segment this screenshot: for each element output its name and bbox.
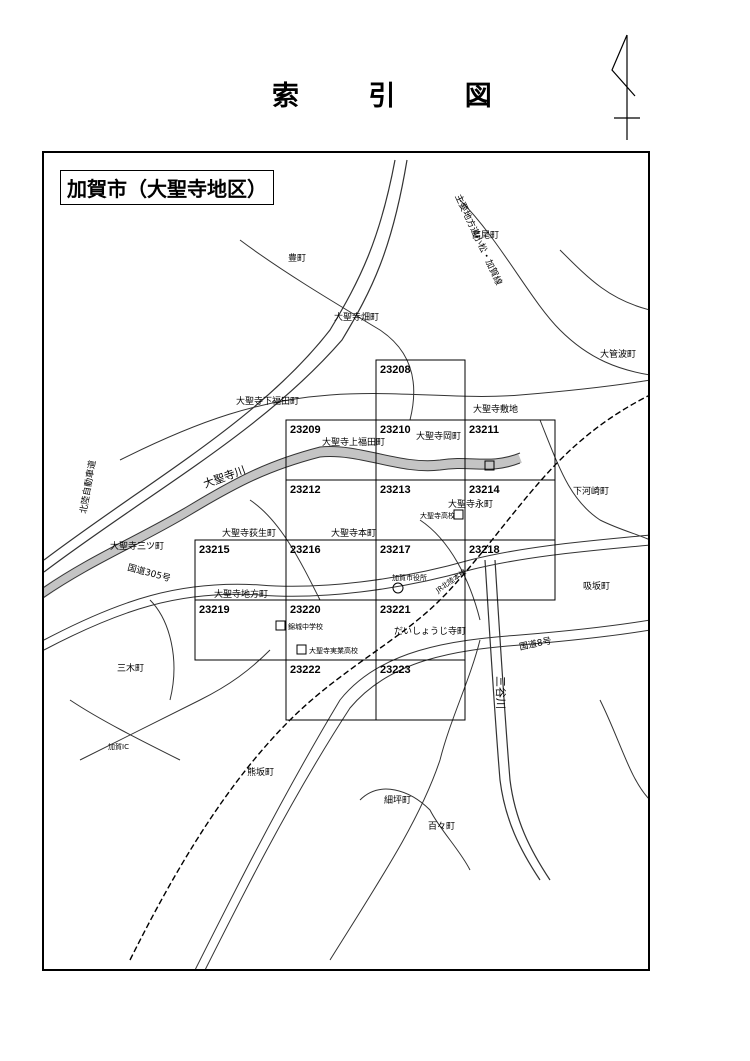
school-marker-icon bbox=[296, 644, 307, 655]
railway bbox=[129, 395, 648, 961]
grid-cell-label: 23213 bbox=[380, 484, 411, 496]
grid-cell-label: 23217 bbox=[380, 544, 411, 556]
place-label: 錦城中学校 bbox=[288, 622, 323, 631]
city-office-icon bbox=[392, 582, 404, 594]
grid-cell-label: 23221 bbox=[380, 604, 411, 616]
school-marker-icon bbox=[484, 460, 495, 471]
place-label: 大聖寺畑町 bbox=[334, 311, 379, 323]
place-label: 下河崎町 bbox=[573, 485, 609, 497]
grid-cell-label: 23212 bbox=[290, 484, 321, 496]
grid-cell-label: 23220 bbox=[290, 604, 321, 616]
map-frame bbox=[42, 151, 650, 971]
river bbox=[44, 446, 522, 599]
place-label: 大管波町 bbox=[600, 348, 636, 360]
place-label: 細坪町 bbox=[384, 794, 411, 806]
grid-cell-label: 23210 bbox=[380, 424, 411, 436]
railway-label: JR北陸本線 bbox=[433, 567, 468, 595]
place-label: 三木町 bbox=[117, 662, 144, 674]
grid-cell-label: 23216 bbox=[290, 544, 321, 556]
road-label: 国道8号 bbox=[518, 634, 553, 653]
place-label: 大聖寺敷地 bbox=[473, 403, 518, 415]
grid-cell-label: 23209 bbox=[290, 424, 321, 436]
place-label: 豊町 bbox=[288, 252, 306, 264]
place-label: 高尾町 bbox=[472, 229, 499, 241]
place-label: 大聖寺上福田町 bbox=[322, 436, 385, 448]
grid-cell-label: 23223 bbox=[380, 664, 411, 676]
place-label: 大聖寺実業高校 bbox=[309, 646, 358, 655]
place-label: だいしょうじ寺町 bbox=[394, 626, 466, 637]
place-label: 大聖寺本町 bbox=[331, 527, 376, 539]
road-label: 国道305号 bbox=[126, 561, 172, 584]
place-label: 吸坂町 bbox=[583, 581, 610, 592]
place-label: 熊坂町 bbox=[247, 766, 274, 778]
river-label: 三谷川 bbox=[494, 676, 507, 709]
road-label: 北陸自動車道 bbox=[77, 459, 98, 514]
place-label: 百々町 bbox=[428, 821, 455, 832]
place-label: 大聖寺下福田町 bbox=[236, 395, 299, 407]
place-label: 大聖寺荻生町 bbox=[222, 527, 276, 539]
page-title: 索 引 図 bbox=[272, 81, 522, 112]
grid-cell-label: 23215 bbox=[199, 544, 230, 556]
place-label: 大聖寺三ツ町 bbox=[110, 540, 164, 552]
grid-cell-label: 23218 bbox=[469, 544, 500, 556]
place-label: 大聖寺岡町 bbox=[416, 430, 461, 442]
grid-cell-label: 23222 bbox=[290, 664, 321, 676]
place-label: 大聖寺高校 bbox=[420, 511, 455, 520]
place-label: 加賀市役所 bbox=[392, 573, 427, 582]
school-marker-icon bbox=[275, 620, 286, 631]
place-label: 加賀IC bbox=[108, 742, 129, 751]
grid-cell-label: 23219 bbox=[199, 604, 230, 616]
grid-cell-label: 23211 bbox=[469, 424, 499, 436]
grid-cell-label: 23208 bbox=[380, 364, 411, 376]
map-title: 加賀市（大聖寺地区） bbox=[60, 170, 274, 205]
school-marker-icon bbox=[453, 509, 464, 520]
place-label: 大聖寺永町 bbox=[448, 498, 493, 510]
grid-cell-label: 23214 bbox=[469, 484, 500, 496]
place-label: 大聖寺地方町 bbox=[214, 588, 268, 600]
